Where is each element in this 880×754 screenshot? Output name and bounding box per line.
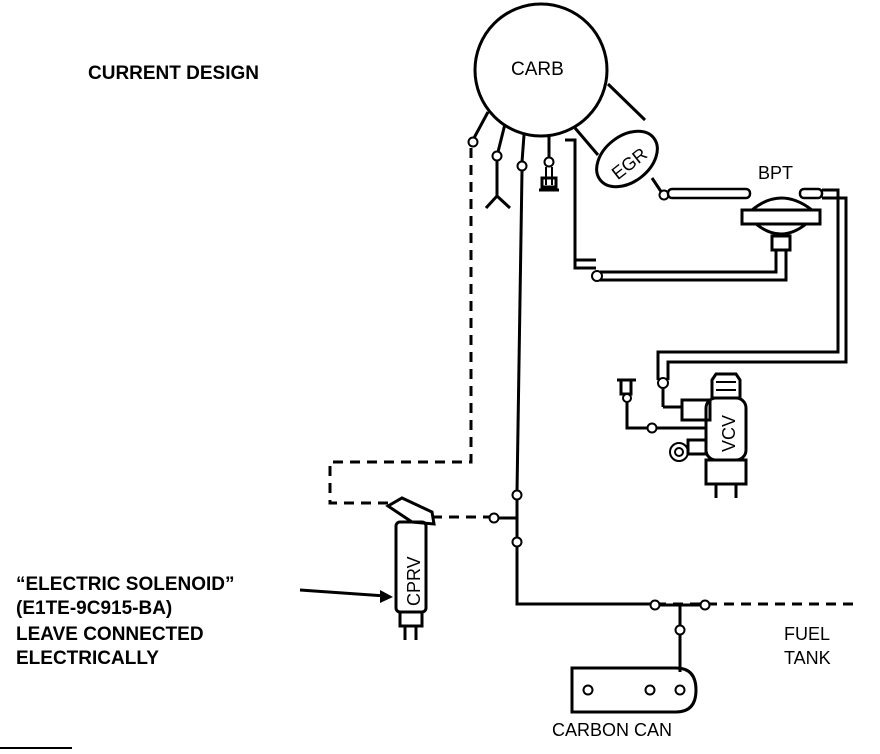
capped-port-left [484,161,512,210]
egr-valve: EGR [573,82,670,201]
fuel-tank-label-1: FUEL [784,624,830,644]
carb-label: CARB [511,59,564,80]
vcv-valve: VCV [617,372,748,498]
fuel-tank-label-2: TANK [784,648,831,668]
carburetor: CARB [467,2,609,172]
bpt-label: BPT [758,163,793,183]
carbon-can-label: CARBON CAN [552,720,672,740]
bpt-transducer: BPT [666,163,824,252]
cprv-label: CPRV [404,556,424,606]
callout-line-2: (E1TE-9C915-BA) [16,598,172,619]
callout-line-1: “ELECTRIC SOLENOID” [16,574,235,595]
callout-line-3: LEAVE CONNECTED [16,624,204,645]
callout-line-4: ELECTRICALLY [16,648,159,669]
vcv-label: VCV [719,415,739,452]
egr-label: EGR [608,144,651,184]
capped-port-right [539,167,559,192]
cprv-valve: CPRV [385,496,436,640]
electrical-line [328,148,473,505]
carbon-canister: CARBON CAN [552,666,698,740]
diagram-title: CURRENT DESIGN [88,63,259,84]
